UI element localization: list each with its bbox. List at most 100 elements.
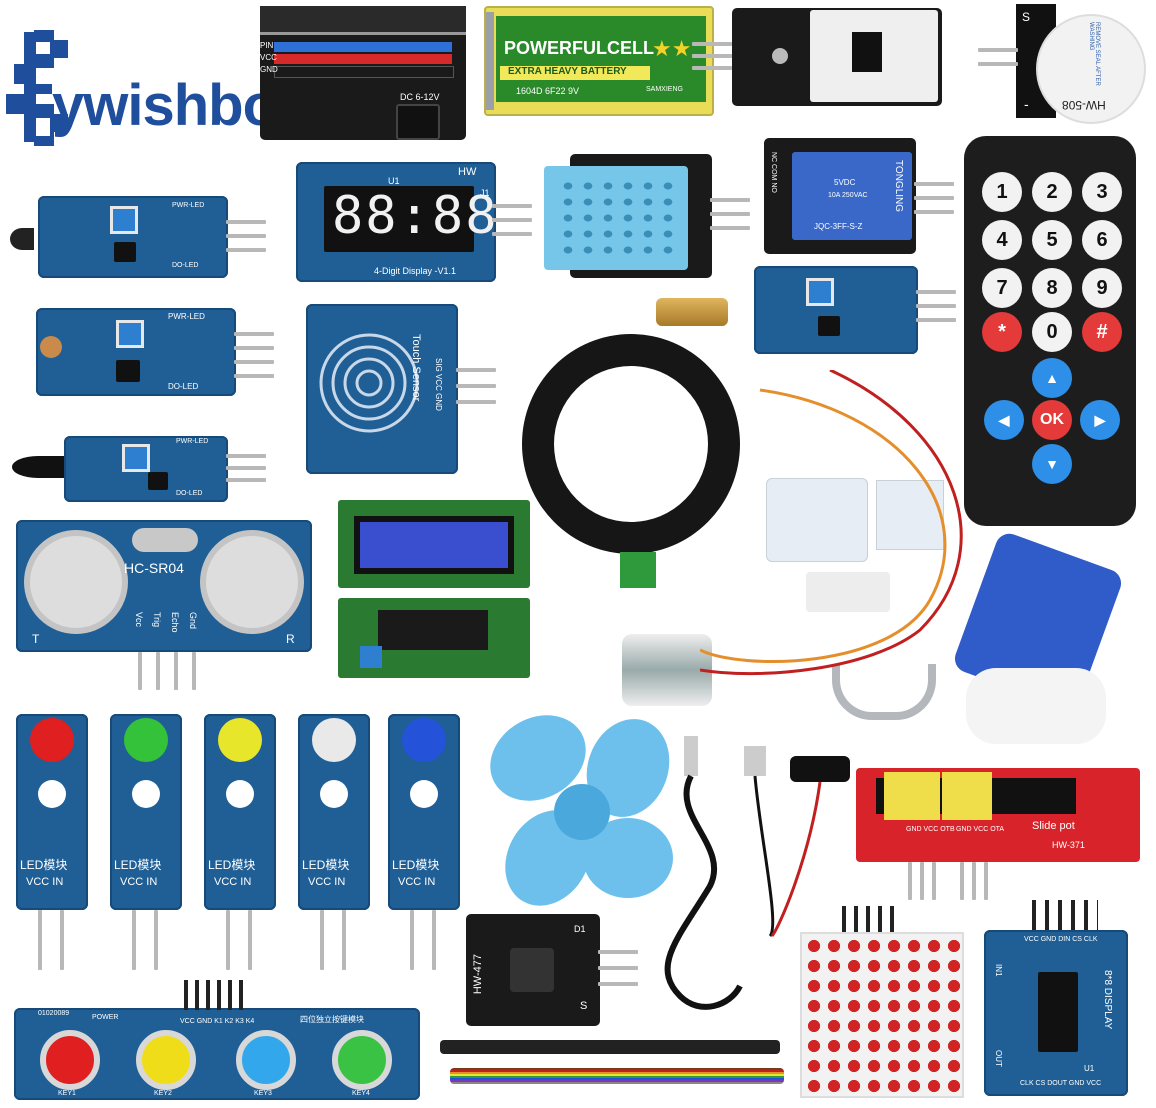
led-module-white: LED模块 VCC IN <box>298 714 370 972</box>
tilt-switch <box>656 298 728 326</box>
led-pins-red: VCC IN <box>26 876 64 888</box>
keypad-key-green[interactable] <box>332 1030 392 1090</box>
remote-left-button[interactable]: ◀ <box>984 400 1024 440</box>
matrix-driver-module: 8*8 DISPLAY VCC GND DIN CS CLK CLK CS DO… <box>984 930 1128 1096</box>
remote-right-button[interactable]: ▶ <box>1080 400 1120 440</box>
relay-pins: NC COM NO <box>770 152 777 193</box>
four-digit-display: HW U1 88:88 4-Digit Display -V1.1 J1 <box>296 162 532 282</box>
extension-board: PIN VCC GND DC 6-12V <box>260 6 466 140</box>
light-do-led: DO-LED <box>168 382 199 391</box>
dht11-module <box>544 154 750 278</box>
flame-sensor-head <box>12 456 64 478</box>
temp-sensor-module <box>692 8 942 106</box>
ext-vcc-label: VCC <box>260 53 277 62</box>
ultrasonic-model: HC-SR04 <box>124 560 184 576</box>
keypad-power: POWER <box>92 1014 119 1021</box>
ext-dc-label: DC 6-12V <box>400 92 440 102</box>
remote-key-7[interactable]: 7 <box>982 268 1022 308</box>
remote-key-8[interactable]: 8 <box>1032 268 1072 308</box>
slide-pot-model: HW-371 <box>1052 840 1085 850</box>
matrix-driver-title: 8*8 DISPLAY <box>1102 970 1113 1030</box>
flame-sensor-module: PWR-LED DO-LED <box>64 436 266 502</box>
usb-cable <box>664 736 743 1010</box>
ext-pin-label: PIN <box>260 41 274 50</box>
ext-gnd-label: GND <box>260 65 278 74</box>
relay-brand: TONGLING <box>893 160 904 213</box>
keypad-key-yellow[interactable] <box>136 1030 196 1090</box>
touch-sensor-module: Touch Sensor SIG VCC GND <box>306 304 496 474</box>
led-bulb-yellow <box>218 718 262 762</box>
display-digits: 88:88 <box>332 186 499 246</box>
dupont-wires-rainbow <box>450 1068 784 1084</box>
matrix-driver-in: IN1 <box>994 964 1003 977</box>
led-label-white: LED模块 <box>302 858 350 872</box>
remote-down-button[interactable]: ▼ <box>1032 444 1072 484</box>
motor-mount <box>832 664 936 720</box>
remote-key-1[interactable]: 1 <box>982 172 1022 212</box>
remote-key-6[interactable]: 6 <box>1082 220 1122 260</box>
led-module-green: LED模块 VCC IN <box>110 714 182 972</box>
buzzer-silk: REMOVE SEAL AFTER WASHING <box>1088 22 1100 86</box>
led-label-red: LED模块 <box>20 858 68 872</box>
slide-pot-knob[interactable] <box>884 772 940 820</box>
ir-sensor-head <box>10 228 34 250</box>
light-pwr-led: PWR-LED <box>168 312 205 321</box>
keypad-title: 四位独立按键模块 <box>300 1015 364 1024</box>
battery-maker: SAMXIENG <box>646 86 683 93</box>
keypad-key-red[interactable] <box>40 1030 100 1090</box>
remote-key-4[interactable]: 4 <box>982 220 1022 260</box>
ir-do-led: DO-LED <box>172 262 199 269</box>
remote-up-button[interactable]: ▲ <box>1032 358 1072 398</box>
photoresistor <box>40 336 62 358</box>
gear-icon <box>6 30 68 146</box>
brand-logo-text: ywishbot <box>52 73 296 138</box>
ir-remote: 1 2 3 4 5 6 7 8 9 * 0 # ▲ ◀ OK ▶ ▼ <box>964 136 1136 526</box>
battery-model: 1604D 6F22 9V <box>516 86 580 96</box>
remote-key-star[interactable]: * <box>982 312 1022 352</box>
remote-key-9[interactable]: 9 <box>1082 268 1122 308</box>
keypad-key2-label: KEY2 <box>154 1090 172 1097</box>
dupont-wires-short <box>440 1040 780 1054</box>
ultrasonic-sensor: HC-SR04 Vcc Trig Echo Gnd T R <box>16 520 312 690</box>
keypad-key-blue[interactable] <box>236 1030 296 1090</box>
led-label-yellow: LED模块 <box>208 858 256 872</box>
matrix-driver-top-pins: VCC GND DIN CS CLK <box>1024 936 1098 943</box>
relay-spec2: 10A 250VAC <box>828 192 868 199</box>
remote-key-0[interactable]: 0 <box>1032 312 1072 352</box>
slide-pot-module: Slide pot HW-371 GND VCC OTB GND VCC OTA <box>856 768 1140 900</box>
ultrasonic-pin-gnd: Gnd <box>188 612 198 630</box>
keypad-code: 01020089 <box>38 1010 70 1017</box>
dc-motor <box>622 634 712 706</box>
relay-model: JQC-3FF-S-Z <box>814 222 863 231</box>
remote-ok-button[interactable]: OK <box>1032 400 1072 440</box>
slide-pot-pins-b: GND VCC OTA <box>956 826 1005 833</box>
servo-bracket <box>766 478 868 562</box>
remote-key-2[interactable]: 2 <box>1032 172 1072 212</box>
display-caption: 4-Digit Display -V1.1 <box>374 266 457 276</box>
ultrasonic-pin-trig: Trig <box>152 612 162 628</box>
matrix-driver-out: OUT <box>994 1050 1003 1067</box>
flame-do-led: DO-LED <box>176 490 203 497</box>
ultrasonic-receiver <box>200 530 304 634</box>
remote-key-hash[interactable]: # <box>1082 312 1122 352</box>
buzzer-pin-minus: - <box>1024 96 1029 112</box>
ultrasonic-emitter <box>24 530 128 634</box>
ir-sensor-module: PWR-LED DO-LED <box>38 196 266 278</box>
keypad-key3-label: KEY3 <box>254 1090 272 1097</box>
battery-brand: POWERFULCELL <box>504 38 654 58</box>
display-chip-ref: U1 <box>388 176 400 186</box>
ultrasonic-pin-echo: Echo <box>170 612 180 633</box>
brand-logo: ywishbot <box>4 24 296 154</box>
ultrasonic-r: R <box>286 632 295 646</box>
matrix-driver-bottom-pins: CLK CS DOUT GND VCC <box>1020 1080 1102 1087</box>
four-key-module: 01020089 POWER VCC GND K1 K2 K3 K4 四位独立按… <box>14 1008 420 1100</box>
lcd-i2c-backpack <box>338 598 530 678</box>
motor-wires <box>700 370 963 676</box>
battery-9v: POWERFULCELL EXTRA HEAVY BATTERY 1604D 6… <box>484 6 714 116</box>
remote-key-3[interactable]: 3 <box>1082 172 1122 212</box>
ultrasonic-t: T <box>32 632 40 646</box>
remote-key-5[interactable]: 5 <box>1032 220 1072 260</box>
led-bulb-green <box>124 718 168 762</box>
battery-stars: ★★ <box>652 36 692 61</box>
matrix-pins <box>842 906 902 932</box>
